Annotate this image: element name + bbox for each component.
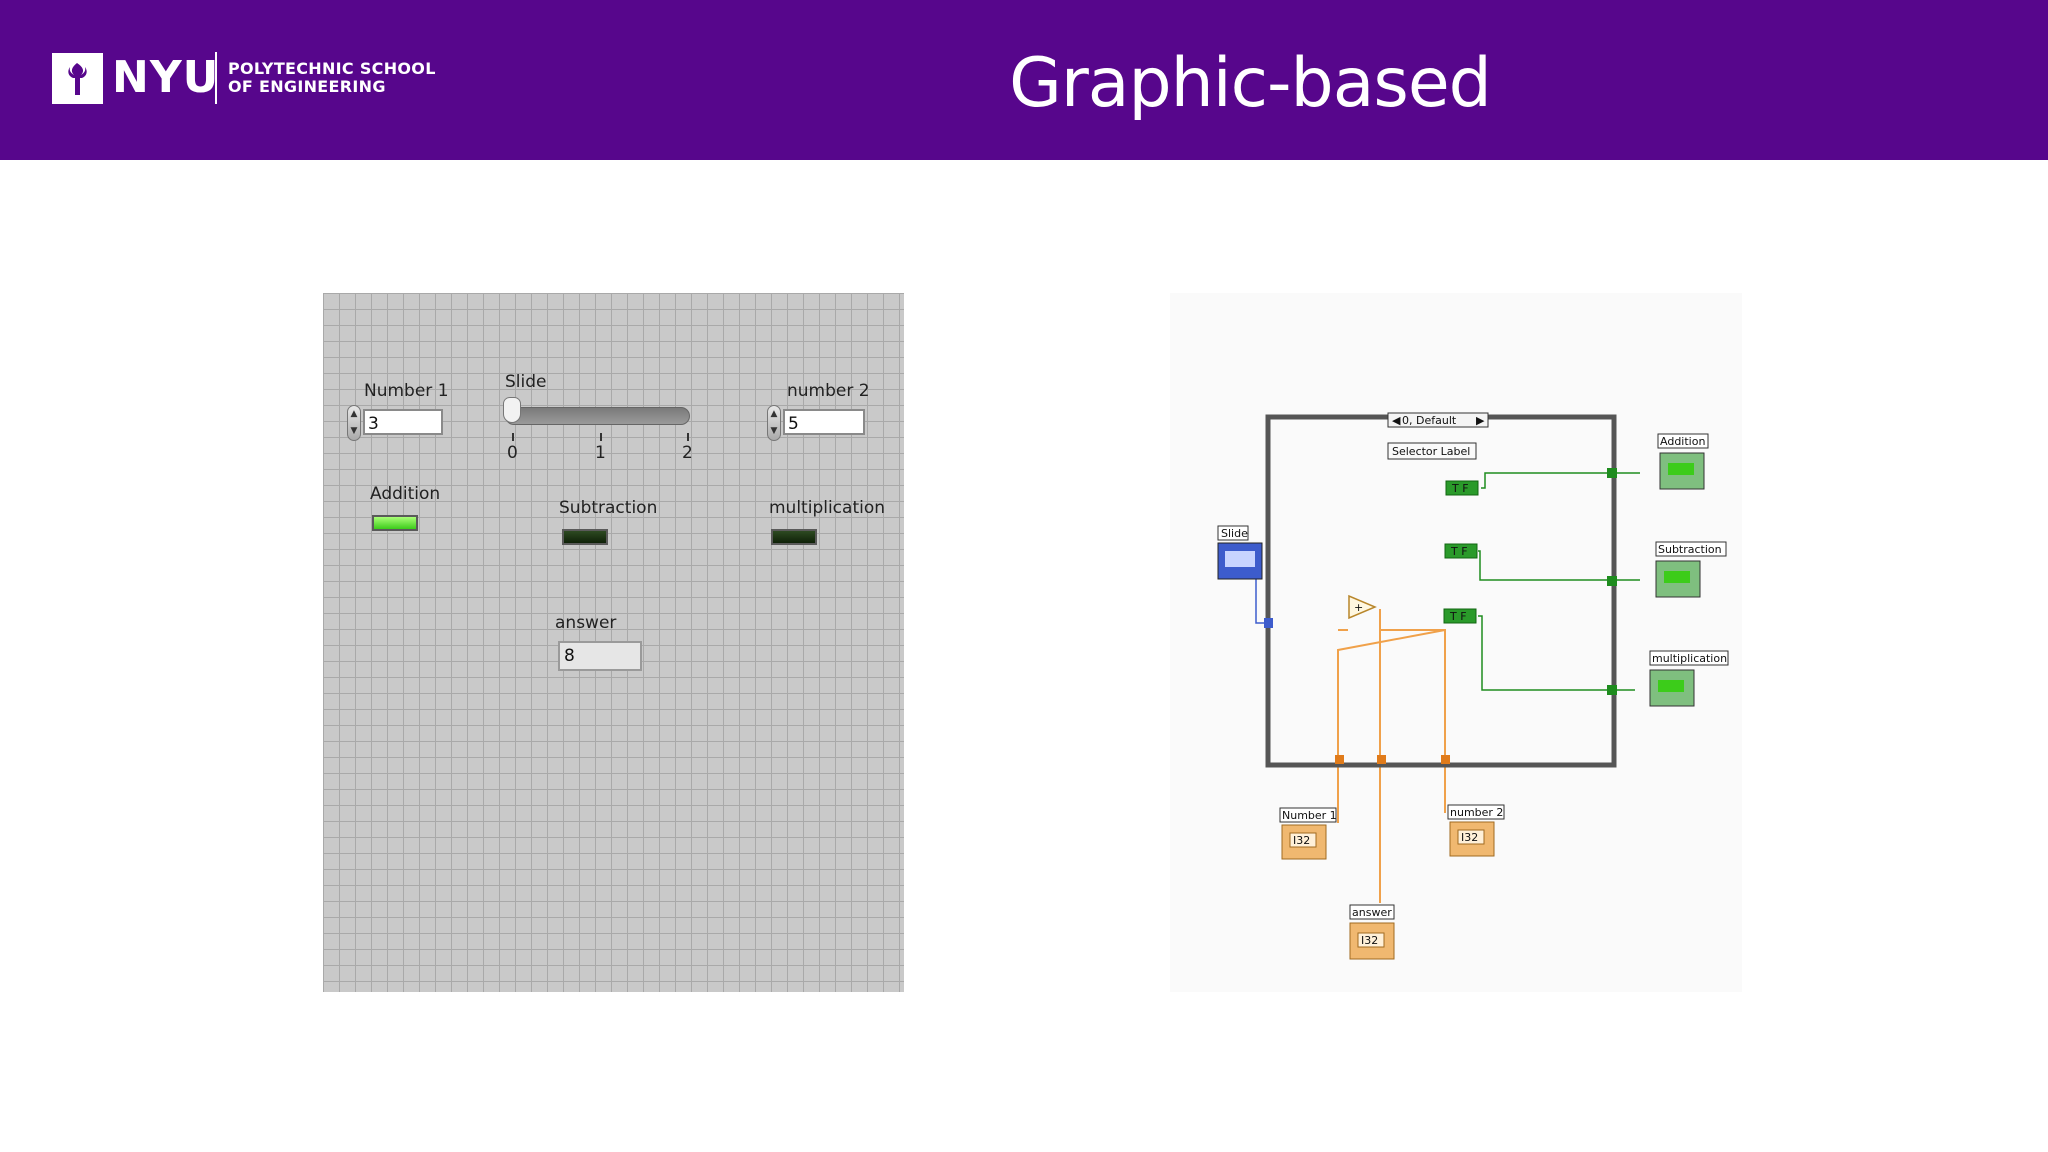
labview-block-diagram: 0, Default ◀ ▶ Selector Label T F T F T … [1170, 293, 1742, 992]
add-operator-glyph: + [1354, 601, 1363, 614]
selector-tunnel [1264, 618, 1273, 628]
add-function-node[interactable] [1348, 594, 1377, 620]
nyu-wordmark: NYU [112, 52, 220, 103]
output-tunnel [1607, 576, 1617, 586]
school-name-line1: POLYTECHNIC SCHOOL [228, 59, 436, 78]
input-tunnel [1335, 755, 1344, 764]
case-selector-text[interactable]: 0, Default [1402, 414, 1457, 427]
slide-knob[interactable] [503, 397, 521, 423]
case-prev-arrow[interactable]: ◀ [1392, 414, 1401, 427]
addition-label: Addition [370, 484, 441, 504]
bool-constant-text: T F [1451, 482, 1469, 495]
addition-led [372, 515, 418, 531]
bool-constant[interactable] [1443, 608, 1477, 624]
answer-indicator: 8 [558, 641, 642, 671]
led-terminal-glyph [1664, 571, 1690, 583]
selector-label: Selector Label [1392, 445, 1470, 458]
nyu-torch-logo [52, 53, 103, 104]
output-terminal-label: multiplication [1652, 652, 1727, 665]
input-terminal-label: number 2 [1450, 806, 1503, 819]
led-terminal-glyph [1658, 680, 1684, 692]
number2-input[interactable]: 5 [783, 409, 865, 435]
output-tunnel [1607, 468, 1617, 478]
slide-tick-label: 1 [595, 443, 606, 463]
number1-input[interactable]: 3 [363, 409, 443, 435]
slide-header: NYU POLYTECHNIC SCHOOL OF ENGINEERING Gr… [0, 0, 2048, 160]
multiplication-label: multiplication [769, 498, 886, 518]
labview-front-panel: Number 1 ▲▼ 3 Slide 0 1 2 number 2 ▲▼ 5 … [323, 293, 904, 992]
answer-terminal-label: answer [1352, 906, 1392, 919]
logo-divider [215, 52, 217, 104]
number2-increment-decrement[interactable]: ▲▼ [767, 405, 781, 441]
multiplication-led [771, 529, 817, 545]
output-terminal-label: Addition [1660, 435, 1705, 448]
number1-terminal-type: I32 [1293, 834, 1310, 847]
number2-terminal-type: I32 [1461, 831, 1478, 844]
slide-track[interactable] [505, 407, 690, 425]
output-tunnel [1607, 685, 1617, 695]
slide-tick-label: 0 [507, 443, 518, 463]
slide-tick-label: 2 [682, 443, 693, 463]
subtraction-led [562, 529, 608, 545]
bool-constant-text: T F [1449, 610, 1467, 623]
slide-tick [600, 433, 602, 441]
bool-constant[interactable] [1444, 543, 1478, 559]
input-tunnel [1377, 755, 1386, 764]
led-terminal-glyph [1668, 463, 1694, 475]
slide-tick [687, 433, 689, 441]
slide-title: Graphic-based [1009, 44, 1492, 123]
input-tunnel [1441, 755, 1450, 764]
number1-label: Number 1 [364, 381, 449, 401]
subtraction-label: Subtraction [559, 498, 658, 518]
number1-increment-decrement[interactable]: ▲▼ [347, 405, 361, 441]
school-name: POLYTECHNIC SCHOOL OF ENGINEERING [228, 60, 436, 96]
answer-label: answer [555, 613, 617, 633]
slide-terminal-label: Slide [1221, 527, 1248, 540]
number2-label: number 2 [787, 381, 870, 401]
school-name-line2: OF ENGINEERING [228, 77, 386, 96]
slide-tick [512, 433, 514, 441]
output-terminal-label: Subtraction [1658, 543, 1722, 556]
answer-terminal-type: I32 [1361, 934, 1378, 947]
case-next-arrow[interactable]: ▶ [1476, 414, 1485, 427]
slide-label: Slide [505, 372, 547, 392]
slide-terminal-glyph [1225, 551, 1255, 567]
input-terminal-label: Number 1 [1282, 809, 1337, 822]
bool-constant[interactable] [1445, 480, 1479, 496]
bool-constant-text: T F [1450, 545, 1468, 558]
